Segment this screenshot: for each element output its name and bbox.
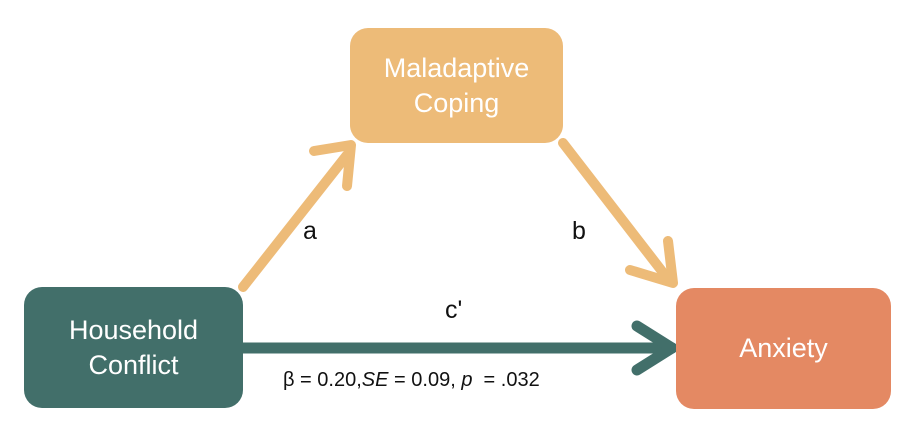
mediator-label-line2: Coping — [413, 87, 500, 118]
arrow-b — [558, 138, 678, 288]
outcome-label: Anxiety — [739, 333, 828, 363]
direct-effect-stats: β = 0.20,SE = 0.09, p = .032 — [283, 369, 540, 392]
arrow-c-prime — [237, 320, 678, 376]
path-label-c-prime: c' — [445, 296, 463, 324]
stat-beta: β = 0.20, — [283, 369, 362, 391]
stat-p-label: p — [461, 369, 473, 391]
mediator-label-line1: Maladaptive — [383, 52, 530, 83]
stat-se-label: SE — [361, 369, 389, 391]
predictor-label-line1: Household — [68, 314, 199, 345]
path-label-b: b — [572, 217, 586, 245]
stat-se-value: = 0.09, — [388, 369, 462, 391]
outcome-node: Anxiety — [676, 288, 891, 409]
predictor-label-line2: Conflict — [88, 349, 179, 380]
stat-p-value: = .032 — [472, 369, 540, 391]
path-label-a: a — [303, 217, 317, 245]
predictor-node: Household Conflict — [24, 287, 243, 408]
mediator-node: Maladaptive Coping — [350, 28, 563, 143]
arrow-a — [238, 140, 356, 292]
